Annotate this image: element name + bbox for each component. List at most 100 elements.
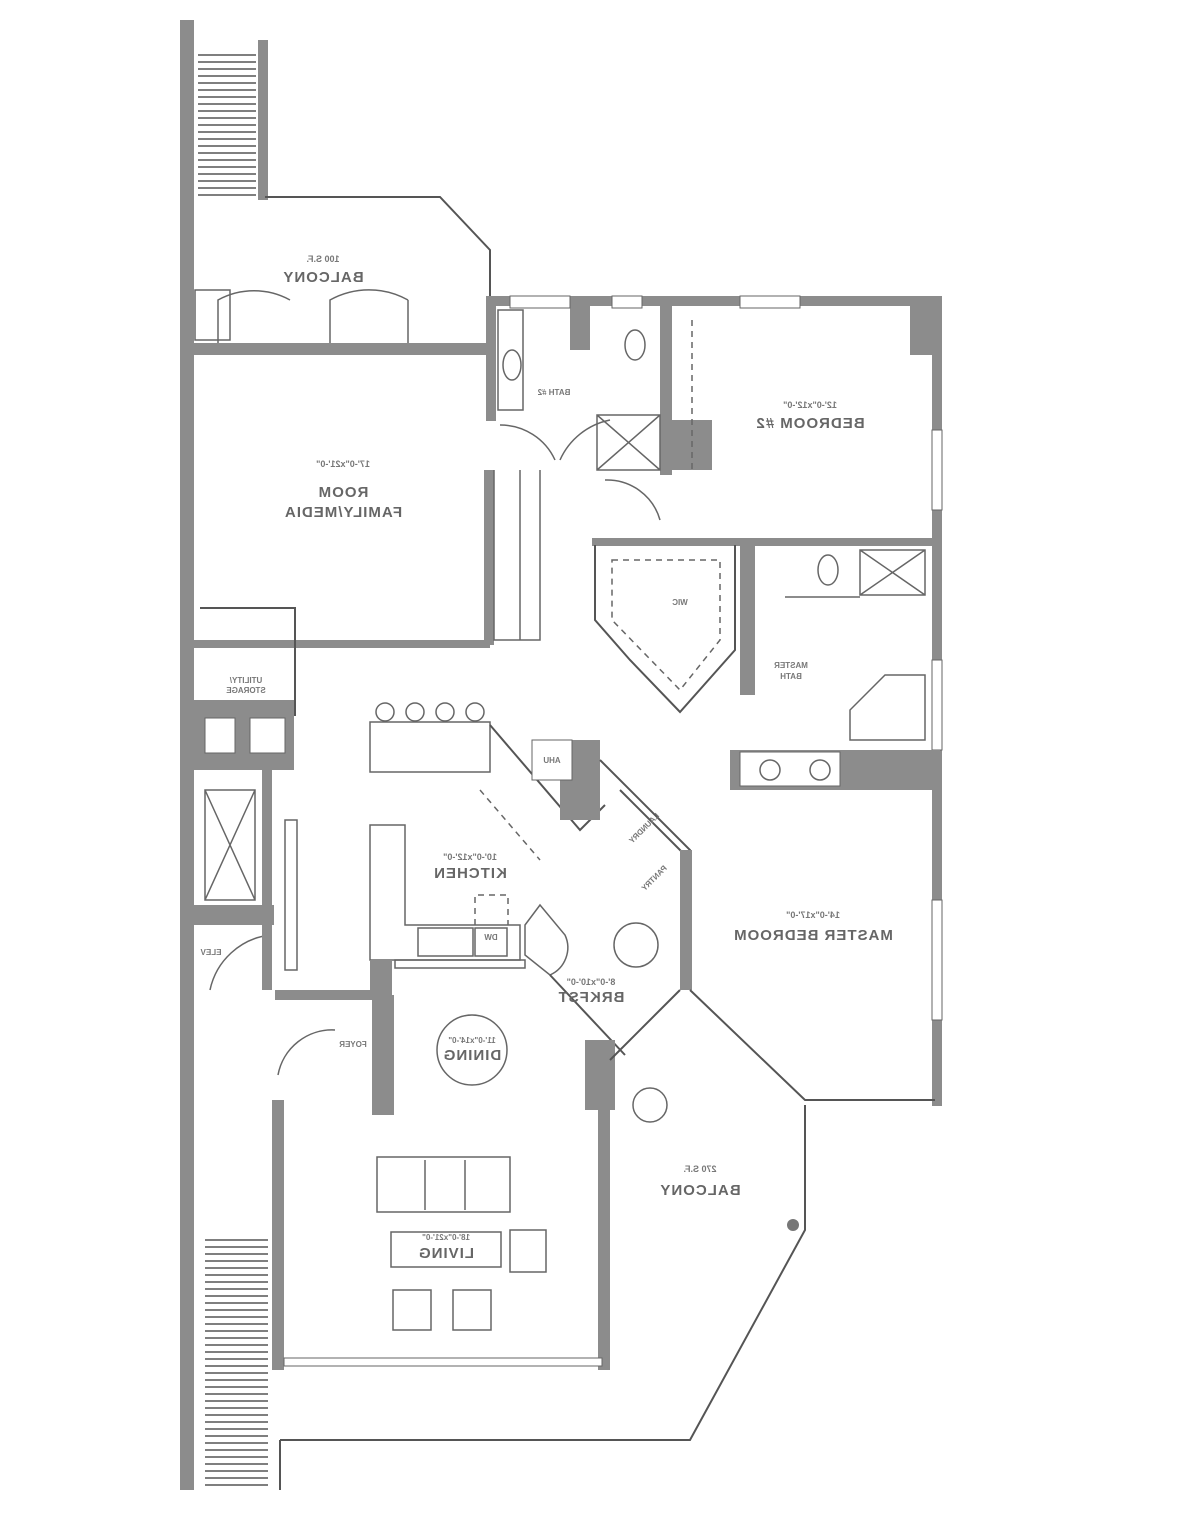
upper-cabinets [479,789,541,861]
wall [585,1040,615,1110]
living-label: LIVING [418,1245,474,1262]
wall [258,40,268,200]
sink [759,759,781,781]
balcony-table [632,1087,668,1123]
balcony-upper-area: 100 S.F. [306,254,339,264]
wall [194,343,490,355]
shower [596,414,661,471]
exterior-wall-left [180,20,194,1490]
window [611,295,643,309]
armchair [509,1229,547,1273]
balcony-lower-area: 270 S.F. [683,1164,716,1174]
shower [859,549,926,596]
bedroom2-label: BEDROOM #2 [755,415,864,432]
wall [910,300,934,355]
ahu-label: AHU [543,756,561,765]
window [739,295,801,309]
sofa-cushions [424,1160,466,1210]
stairs-bottom [205,1239,268,1486]
wall [370,960,392,1000]
utility-label: UTILITY/ [229,676,262,685]
balcony-doors[interactable] [217,289,409,343]
brkfst-label: BRKFST [558,989,625,1006]
master-bedroom-label: MASTER BEDROOM [733,927,893,944]
foyer-label: FOYER [339,1040,367,1049]
kitchen-label: KITCHEN [433,865,507,882]
sofa [376,1156,511,1213]
wall [598,1110,610,1370]
master-bath-label: MASTER [774,661,808,670]
breakfast-table [613,922,659,968]
toilet [624,329,646,361]
master-bath-label-2: BATH [780,672,802,681]
wall [275,990,375,1000]
armchair [392,1289,432,1331]
wall [194,760,294,770]
balcony-door[interactable] [609,989,681,1061]
vanity [497,309,524,411]
doors[interactable] [499,419,661,521]
pantry-label: PANTRY [639,864,668,893]
family-label: FAMILY/MEDIA [284,504,402,521]
wall [486,296,496,421]
peninsula [524,903,569,976]
bar-stools [375,702,485,722]
window [931,429,943,511]
sink [502,349,522,381]
utility-label-2: STORAGE [226,686,266,695]
family-label-2: ROOM [318,484,369,501]
bedroom2-dims: 12'-0"x12'-0" [783,400,837,410]
armchair [452,1289,492,1331]
closets [493,470,541,641]
elev-label: ELEV [200,948,222,957]
bath2-label: BATH #2 [537,388,570,397]
wall [740,545,755,695]
balcony-lower-outline [280,1105,806,1441]
window [931,899,943,1021]
master-bedroom-dims: 14'-0"x17'-0" [786,910,840,920]
room-labels: 100 S.F. BALCONY 17'-0"x21'-0" ROOM FAMI… [200,254,893,1262]
wall [194,905,274,925]
water-heater [194,289,231,341]
dw-label: DW [484,933,498,942]
refrigerator [474,894,509,925]
wall [680,850,692,990]
wall [372,995,394,1115]
kitchen-sink [417,927,474,957]
washer [249,717,286,754]
ahu-unit [531,739,573,781]
balcony-upper-label: BALCONY [282,269,363,286]
coffee-table [390,1231,502,1268]
wic-shelves [611,559,721,692]
wic-outline [594,545,736,714]
island [369,721,491,773]
sink [809,759,831,781]
wall [484,470,494,645]
dining-label: DINING [443,1047,502,1064]
wall [262,770,272,990]
post [787,1219,799,1231]
closet [284,819,298,971]
wall [272,1100,284,1370]
elevator-door[interactable] [209,934,271,991]
vanity-master [739,751,841,787]
window [509,295,571,309]
stairs-top [198,54,256,196]
sliding-window [283,1357,603,1367]
elevator-shaft [204,789,256,901]
laundry-label: LAUNDRY [627,811,661,845]
window [931,659,943,751]
wic-label: WIC [672,598,688,607]
toilet [817,554,839,586]
brkfst-dims: 8'-0"x10'-0" [567,977,616,987]
kitchen-dims: 10'-0"x12'-0" [443,852,497,862]
wall [194,640,490,648]
front-door[interactable] [277,1029,336,1076]
counter-edge [394,959,526,969]
living-dims: 18'-0"x21'-0" [422,1233,470,1242]
wall [486,296,940,306]
utility-outline [200,607,296,716]
dining-dims: 11'-0"x14'-0" [448,1036,496,1045]
dining-table [436,1014,508,1086]
